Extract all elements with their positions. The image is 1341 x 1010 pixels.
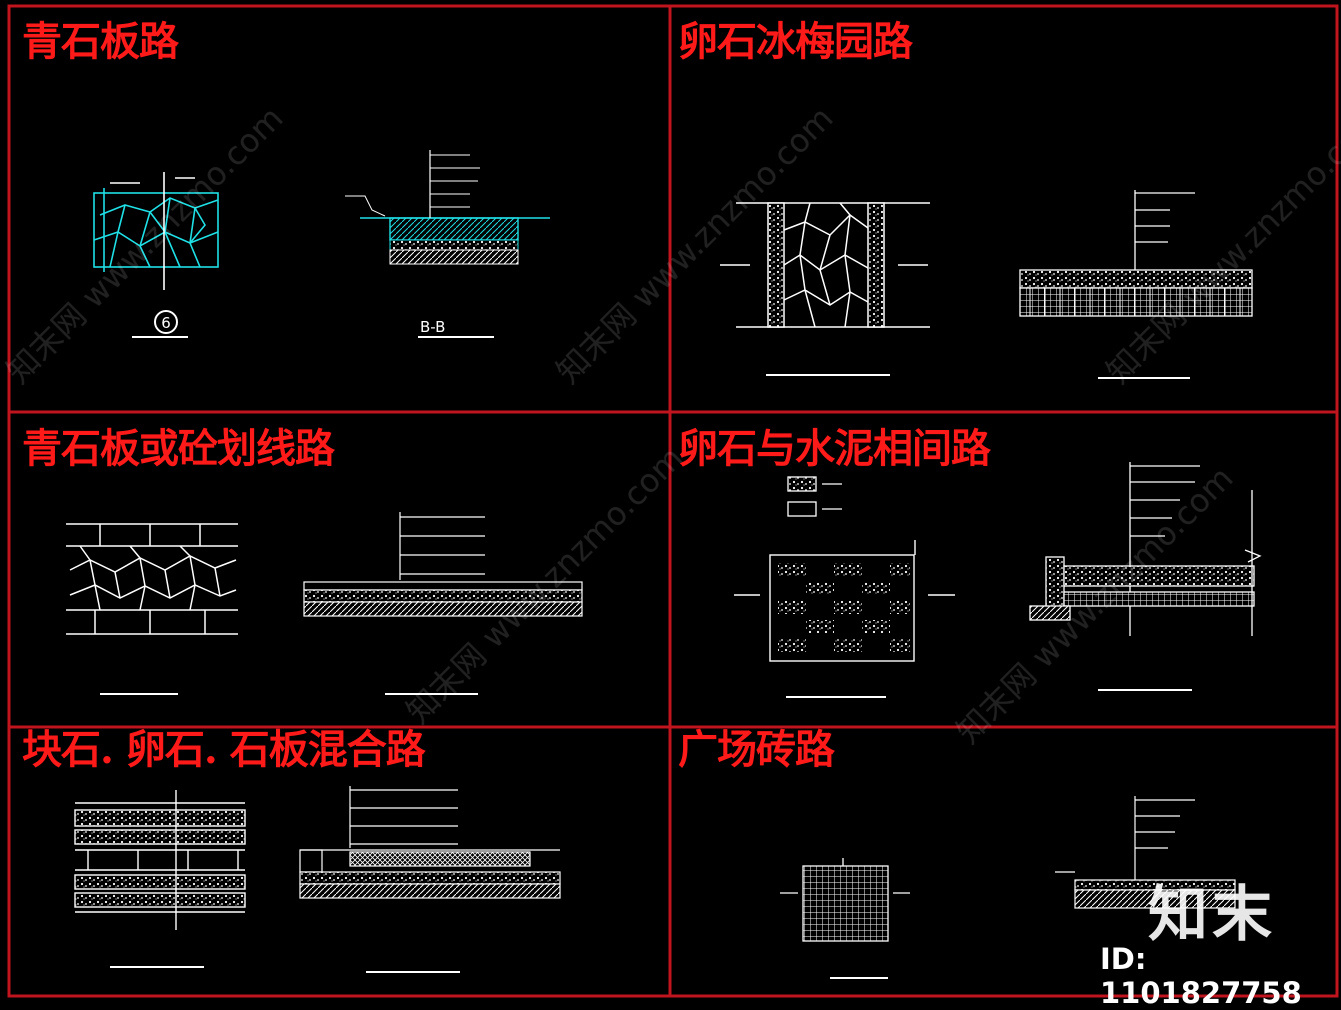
- detail-number: 6: [161, 314, 171, 332]
- panel-title-mixed-stone: 块石. 卵石. 石板混合路: [22, 726, 426, 773]
- cobble-icecrack-section-drawing: [1019, 190, 1253, 379]
- svg-text:知末网 www.znzmo.com: 知末网 www.znzmo.com: [0, 99, 290, 391]
- cobble-cement-section-drawing: [1029, 462, 1262, 691]
- svg-text:知末网 www.znzmo.com: 知末网 www.znzmo.com: [399, 439, 691, 731]
- cobble-icecrack-plan-drawing: [720, 202, 930, 376]
- section-label: B-B: [420, 318, 445, 336]
- panel-title-concrete-line: 青石板或砼划线路: [22, 425, 335, 472]
- cobble-cement-legend: [787, 476, 842, 517]
- bluestone-plan-drawing: [93, 172, 219, 290]
- mixed-stone-plan-drawing: [74, 790, 246, 968]
- panel-title-cobble-icecrack: 卵石冰梅园路: [678, 18, 913, 65]
- panel-title-plaza-brick: 广场砖路: [678, 726, 835, 773]
- panel-title-bluestone: 青石板路: [22, 18, 179, 65]
- plaza-brick-plan-drawing: [780, 858, 910, 979]
- svg-text:知末网 www.znzmo.com: 知末网 www.znzmo.com: [549, 99, 841, 391]
- bluestone-section-drawing: B-B: [345, 150, 550, 338]
- panel-frame: [7, 4, 1339, 998]
- brand-logo: 知末: [1148, 880, 1276, 950]
- plaza-brick-section-drawing: [1055, 796, 1236, 909]
- concrete-line-section-drawing: [303, 512, 583, 695]
- mixed-stone-section-drawing: [299, 786, 561, 973]
- concrete-line-plan-drawing: [66, 523, 238, 695]
- detail-number-callout: 6: [132, 310, 188, 338]
- cobble-cement-plan-drawing: [734, 540, 955, 698]
- panel-title-cobble-cement: 卵石与水泥相间路: [678, 425, 991, 472]
